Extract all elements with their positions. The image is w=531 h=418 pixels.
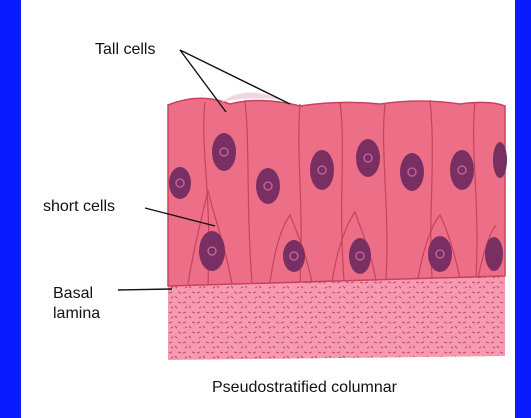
label-tall-cells: Tall cells [95,40,155,59]
diagram-caption: Pseudostratified columnar [212,378,397,397]
nucleus [283,240,305,272]
label-basal: Basal [53,284,93,303]
nucleus [356,139,380,177]
nucleus [310,150,334,190]
nucleus [349,238,371,274]
label-lamina: lamina [53,304,100,323]
nucleus [485,237,503,271]
nucleus [212,133,236,171]
nucleus [450,150,474,190]
nucleus [400,153,424,191]
nucleus [428,236,452,272]
nucleus [169,167,191,199]
nucleus [256,168,280,204]
nucleus [493,142,507,178]
label-short-cells: short cells [43,197,115,216]
nucleus [199,231,225,271]
basal-lamina-layer [168,276,505,360]
